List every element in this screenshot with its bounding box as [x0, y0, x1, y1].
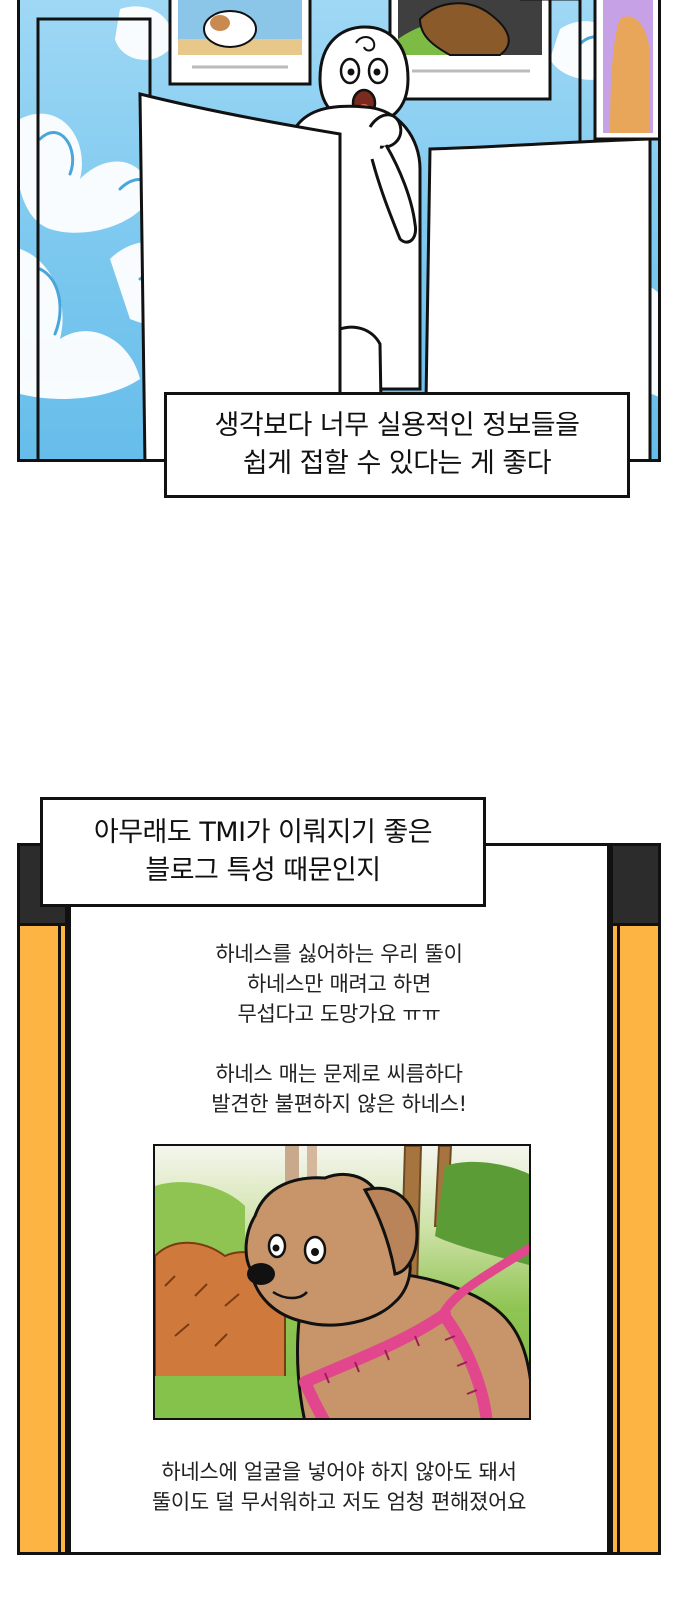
caption-line: 생각보다 너무 실용적인 정보들을	[214, 410, 580, 441]
narration-caption: 생각보다 너무 실용적인 정보들을 쉽게 접할 수 있다는 게 좋다	[164, 392, 630, 498]
character-reading-papers-illustration	[20, 0, 658, 459]
blog-post-page: 하네스를 싫어하는 우리 뚤이 하네스만 매려고 하면 무섭다고 도망가요 ㅠㅠ…	[68, 846, 610, 1552]
caption-line: 쉽게 접할 수 있다는 게 좋다	[242, 448, 552, 479]
blog-post-intro: 하네스를 싫어하는 우리 뚤이 하네스만 매려고 하면 무섭다고 도망가요 ㅠㅠ…	[71, 939, 607, 1119]
post-line: 발견한 불편하지 않은 하네스!	[211, 1092, 467, 1116]
post-line: 하네스에 얼굴을 넣어야 하지 않아도 돼서	[161, 1460, 517, 1484]
comic-panel-blog-post: 하네스를 싫어하는 우리 뚤이 하네스만 매려고 하면 무섭다고 도망가요 ㅠㅠ…	[17, 843, 661, 1555]
caption-line: 아무래도 TMI가 이뤄지기 좋은	[93, 817, 433, 848]
narration-caption: 아무래도 TMI가 이뤄지기 좋은 블로그 특성 때문인지	[40, 797, 486, 907]
caption-line: 블로그 특성 때문인지	[145, 855, 381, 886]
blog-post-footer: 하네스에 얼굴을 넣어야 하지 않아도 돼서 뚤이도 덜 무서워하고 저도 엄청…	[71, 1457, 607, 1517]
post-line: 하네스 매는 문제로 씨름하다	[215, 1062, 463, 1086]
post-line: 무섭다고 도망가요 ㅠㅠ	[237, 1002, 441, 1026]
dog-illustration	[155, 1146, 529, 1418]
post-line: 하네스만 매려고 하면	[247, 972, 431, 996]
device-frame-right	[610, 846, 658, 1552]
post-line	[71, 1029, 607, 1059]
dog-harness-photo	[153, 1144, 531, 1420]
post-line: 하네스를 싫어하는 우리 뚤이	[215, 942, 463, 966]
post-line: 뚤이도 덜 무서워하고 저도 엄청 편해졌어요	[151, 1490, 527, 1514]
device-frame-left	[20, 846, 68, 1552]
comic-panel-reading	[17, 0, 661, 462]
